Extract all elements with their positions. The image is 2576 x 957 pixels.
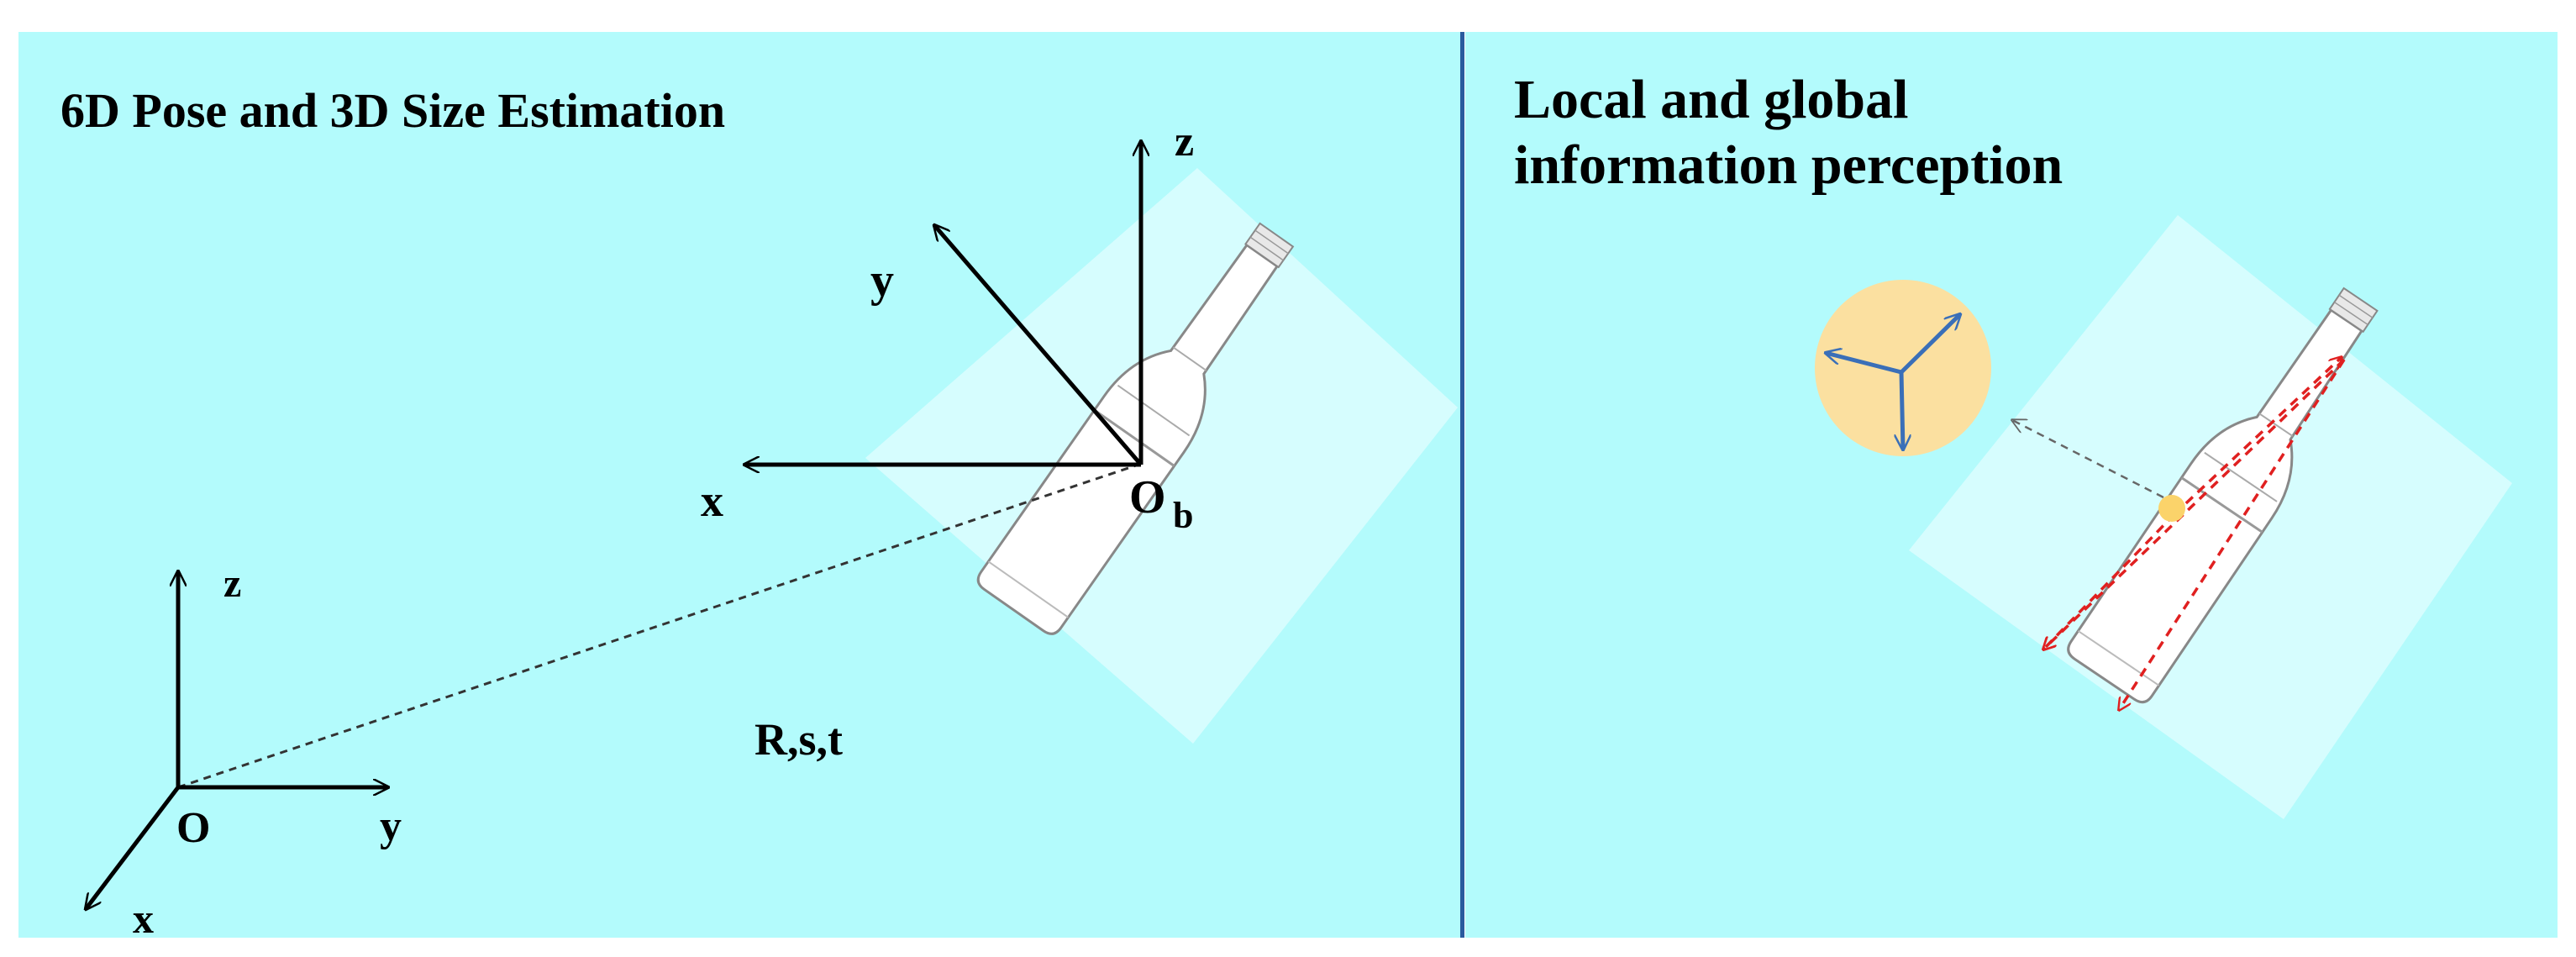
bottle-icon [976,222,1295,635]
global-info-arrows [2043,357,2346,710]
world-origin-label: O [176,804,210,852]
center-point [2158,495,2185,522]
object-y-axis [934,225,1143,466]
object-origin-subscript: b [1173,495,1193,536]
bottle-icon [2067,287,2379,704]
object-x-label: x [701,476,723,526]
transform-label: R,s,t [754,714,843,765]
object-y-label: y [870,255,894,307]
pose-estimation-title: 6D Pose and 3D Size Estimation [60,83,726,138]
perception-title-line-1: Local and global [1514,69,1909,130]
world-frame: z y x O [86,561,402,942]
local-orientation-icon [1815,280,1991,456]
perception-title-line-2: information perception [1514,134,2063,196]
world-y-label: y [380,802,402,850]
object-frame: z y x O b [701,118,1194,536]
world-x-label: x [133,895,154,942]
world-x-axis [86,786,180,909]
object-z-label: z [1175,118,1194,166]
translation-dashed-line [177,463,1139,789]
perception-dashed-arrow [2012,420,2164,499]
perception-title: Local and global information perception [1514,67,2063,198]
world-z-label: z [223,561,241,606]
object-origin-label: O [1129,471,1166,523]
panel-divider [1460,32,1464,938]
